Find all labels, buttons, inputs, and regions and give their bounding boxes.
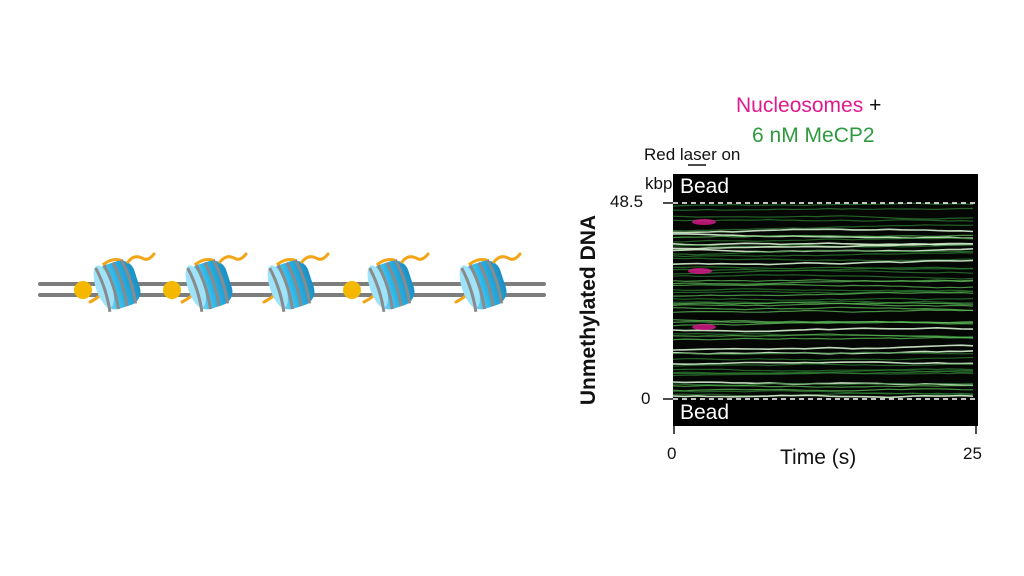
kymograph-streaks xyxy=(672,202,974,399)
title-plus: + xyxy=(869,94,882,117)
y-axis-label: Unmethylated DNA xyxy=(577,214,600,406)
bead-bottom-bar xyxy=(673,399,978,426)
title-mecp2: 6 nM MeCP2 xyxy=(752,124,875,147)
x-axis-label: Time (s) xyxy=(780,446,857,469)
nucleosome-1 xyxy=(88,252,156,313)
laser-annotation: Red laser on xyxy=(644,145,741,164)
mecp2-protein-1 xyxy=(74,281,92,299)
nucleosome-spot-2 xyxy=(688,268,712,274)
nucleosome-array-schematic xyxy=(38,252,546,313)
nucleosome-5 xyxy=(454,252,522,313)
bead-top-bar xyxy=(673,174,978,203)
x-tick-min-label: 0 xyxy=(667,444,677,463)
nucleosome-spot-3 xyxy=(692,324,716,330)
nucleosome-3 xyxy=(262,252,330,313)
y-unit-label: kbp xyxy=(645,174,673,193)
nucleosome-spot-1 xyxy=(692,219,716,225)
kymograph xyxy=(663,164,978,434)
y-tick-bottom-label: 0 xyxy=(641,389,651,408)
title-line-1: Nucleosomes + xyxy=(736,94,881,118)
nucleosome-2 xyxy=(180,252,248,313)
mecp2-protein-3 xyxy=(343,281,361,299)
mecp2-protein-2 xyxy=(163,281,181,299)
title-nucleosomes: Nucleosomes xyxy=(736,94,864,117)
bead-bottom-label: Bead xyxy=(680,401,730,424)
x-tick-max-label: 25 xyxy=(963,444,982,463)
nucleosome-4 xyxy=(362,252,430,313)
y-tick-top-label: 48.5 xyxy=(610,192,644,211)
bead-top-label: Bead xyxy=(680,175,730,198)
